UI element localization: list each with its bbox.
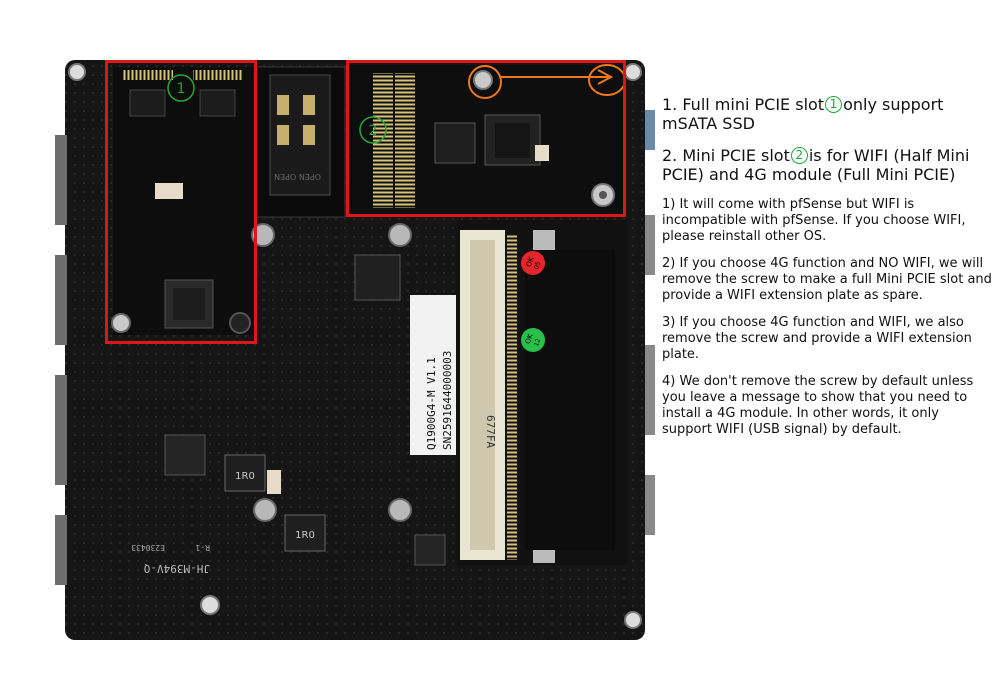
slot-2-marker (359, 116, 387, 144)
note-2: 2) If you choose 4G function and NO WIFI… (662, 256, 992, 303)
slot-1-callout (105, 60, 257, 344)
ok-sticker-green-num: 12 (533, 338, 542, 348)
inductor-1-text: 1R0 (235, 471, 255, 482)
heading-slot-2-pre: 2. Mini PCIE slot (662, 146, 790, 165)
slot-2-marker-text: 2 (369, 123, 378, 139)
screw-highlight (468, 65, 502, 99)
ok-sticker-red-num: 05 (533, 261, 542, 271)
slot-2-callout (346, 60, 626, 217)
slot-1-marker (167, 74, 195, 102)
heading-slot-1-post: only support mSATA SSD (662, 95, 944, 133)
chip-label: Q1900G4-M V1.1 (425, 357, 438, 450)
motherboard-image: OPEN OPEN Q1900G4-M V1.1 SN2591644000003… (55, 60, 655, 640)
motherboard-photo: OPEN OPEN Q1900G4-M V1.1 SN2591644000003… (55, 55, 655, 645)
slot-2-badge: 2 (790, 146, 808, 164)
heading-slot-2-post: is for WIFI (Half Mini PCIE) and 4G modu… (662, 146, 970, 184)
ok-sticker-green-text: OK (524, 332, 535, 345)
serial-label: SN2591644000003 (441, 351, 454, 450)
ok-sticker-red-text: OK (525, 255, 536, 268)
silk-code: E230433 (131, 543, 165, 552)
note-4: 4) We don't remove the screw by default … (662, 374, 974, 437)
silk-model: JH-M394V-Q (144, 562, 210, 575)
note-3: 3) If you choose 4G function and WIFI, w… (662, 315, 972, 362)
ok-sticker-green (521, 328, 545, 352)
note-1: 1) It will come with pfSense but WIFI is… (662, 197, 966, 244)
sim-slot-text: OPEN OPEN (274, 172, 321, 181)
slot-1-badge: 1 (825, 95, 843, 113)
slot-label: 677FA (484, 415, 497, 448)
slot-1-marker-text: 1 (177, 81, 186, 97)
inductor-2-text: 1R0 (295, 530, 315, 541)
heading-slot-1-pre: 1. Full mini PCIE slot (662, 95, 825, 114)
ok-sticker-red (521, 251, 545, 275)
silk-rev: R-1 (195, 543, 210, 552)
